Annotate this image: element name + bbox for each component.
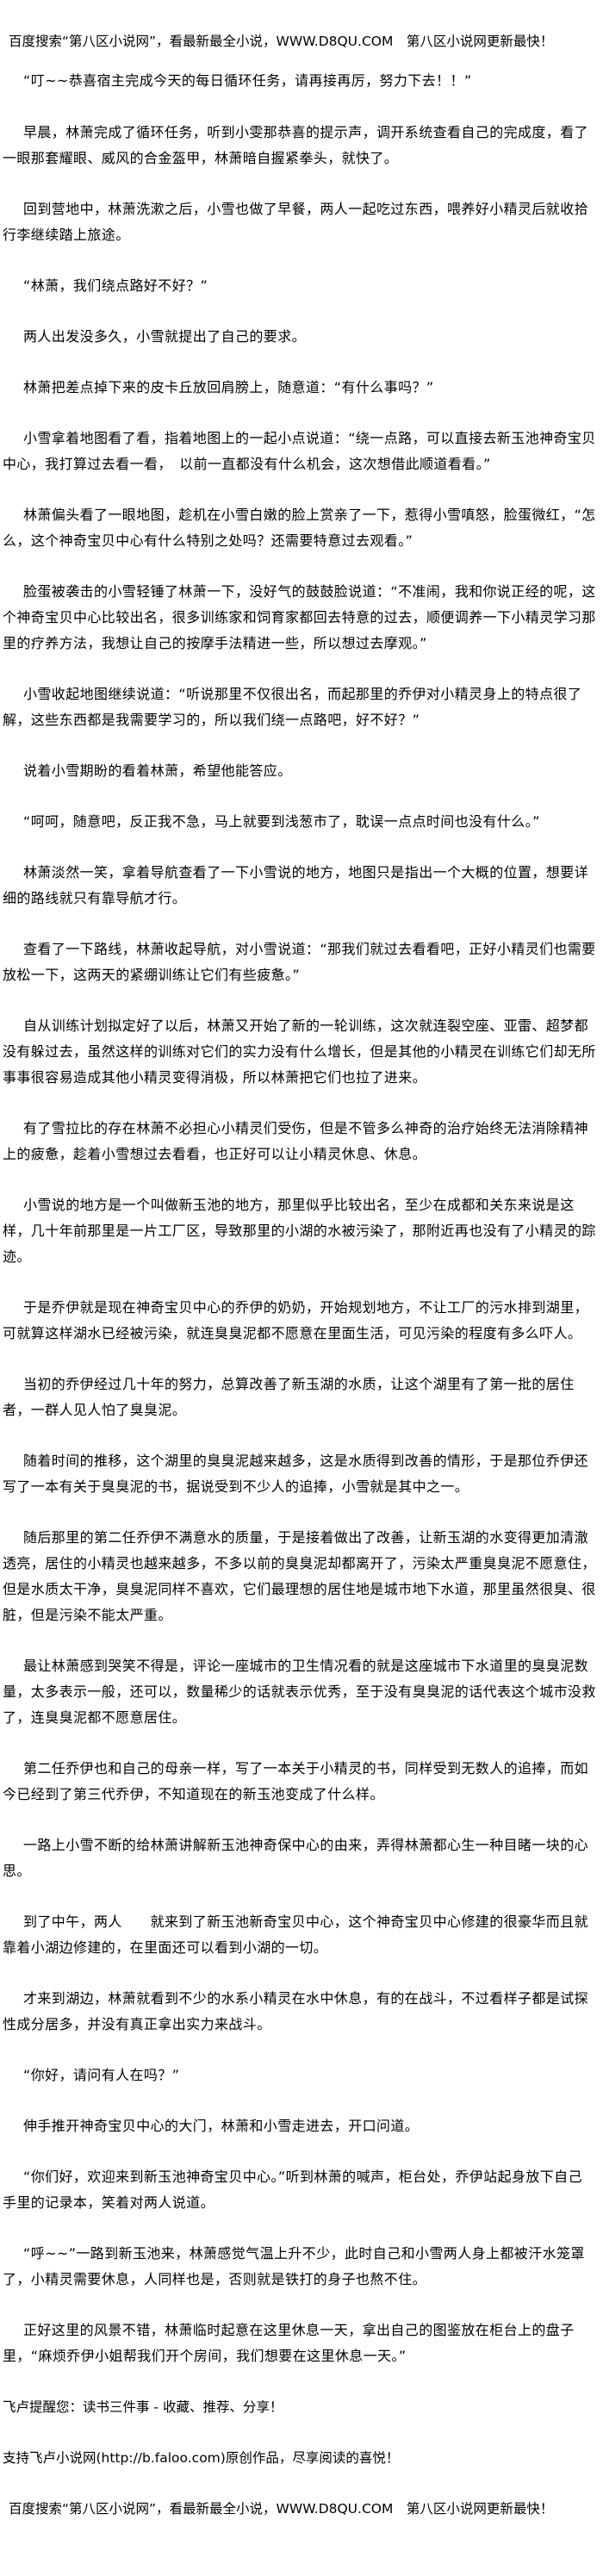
chapter-paragraph: 第二任乔伊也和自己的母亲一样，写了一本关于小精灵的书，同样受到无数人的追捧，而如… [3,1760,589,1802]
chapter-paragraph: 林萧淡然一笑，拿着导航查看了一下小雪说的地方，地图只是指出一个大概的位置，想要详… [3,864,589,906]
chapter-paragraph: 一路上小雪不断的给林萧讲解新玉池神奇保中心的由来，弄得林萧都心生一种目睹一块的心… [3,1837,589,1879]
top-site-banner: 百度搜索“第八区小说网”，看最新最全小说，WWW.D8QU.COM 第八区小说网… [9,34,554,49]
chapter-paragraph: 正好这里的风景不错，林萧临时起意在这里休息一天，拿出自己的图鉴放在柜台上的盘子里… [3,2322,575,2364]
chapter-paragraph: 查看了一下路线，林萧收起导航，对小雪说道：“那我们就过去看看吧，正好小精灵们也需… [3,941,596,983]
chapter-paragraph: 小雪拿着地图看了看，指着地图上的一起小点说道：“绕一点路，可以直接去新玉池神奇宝… [3,430,596,472]
chapter-page: 百度搜索“第八区小说网”，看最新最全小说，WWW.D8QU.COM 第八区小说网… [3,34,596,2517]
chapter-paragraph: 脸蛋被袭击的小雪轻锤了林萧一下，没好气的鼓鼓脸说道：“不准闹，我和你说正经的呢，… [3,583,596,651]
chapter-paragraph: 随后那里的第二任乔伊不满意水的质量，于是接着做出了改善，让新玉湖的水变得更加清澈… [3,1529,596,1623]
chapter-paragraph: 林萧偏头看了一眼地图，趁机在小雪白嫩的脸上赏亲了一下，惹得小雪嗔怒，脸蛋微红，“… [3,507,596,549]
chapter-paragraph: 有了雪拉比的存在林萧不必担心小精灵们受伤，但是不管多么神奇的治疗始终无法消除精神… [3,1120,589,1162]
chapter-paragraph: 小雪收起地图继续说道：“听说那里不仅很出名，而起那里的乔伊对小精灵身上的特点很了… [3,686,582,728]
chapter-paragraph: 自从训练计划拟定好了以后，林萧又开始了新的一轮训练，这次就连裂空座、亚雷、超梦都… [3,1017,596,1086]
chapter-paragraph: “叮~~恭喜宿主完成今天的每日循环任务，请再接再厉，努力下去！！” [23,72,472,89]
footer-support-link[interactable]: 支持飞卢小说网(http://b.faloo.com)原创作品，尽享阅读的喜悦！ [3,2450,400,2466]
chapter-paragraph: 回到营地中，林萧洗漱之后，小雪也做了早餐，两人一起吃过东西，喂养好小精灵后就收拾… [3,201,589,243]
chapter-paragraph: 当初的乔伊经过几十年的努力，总算改善了新玉湖的水质，让这个湖里有了第一批的居住者… [3,1376,575,1418]
chapter-body: “叮~~恭喜宿主完成今天的每日循环任务，请再接再厉，努力下去！！” 早晨，林萧完成… [3,68,596,2369]
chapter-paragraph: 早晨，林萧完成了循环任务，听到小雯那恭喜的提示声，调开系统查看自己的完成度，看了… [3,124,589,166]
chapter-paragraph: 伸手推开神奇宝贝中心的大门，林萧和小雪走进去，开口问道。 [23,2118,420,2134]
chapter-paragraph: 到了中午，两人 就来到了新玉池新奇宝贝中心，这个神奇宝贝中心修建的很豪华而且就靠… [3,1913,589,1956]
chapter-paragraph: 说着小雪期盼的看着林萧，希望他能答应。 [23,762,292,779]
chapter-paragraph: “你好，请问有人在吗？” [23,2067,180,2083]
chapter-paragraph: 林萧把差点掉下来的皮卡丘放回肩膀上，随意道：“有什么事吗？” [23,379,434,395]
chapter-paragraph: “你们好，欢迎来到新玉池神奇宝贝中心。”听到林萧的喊声，柜台处，乔伊站起身放下自… [3,2168,582,2211]
chapter-paragraph: “呵呵，随意吧，反正我不急，马上就要到浅葱市了，耽误一点点时间也没有什么。” [23,813,540,830]
chapter-paragraph: “林萧，我们绕点路好不好？” [23,277,208,294]
chapter-paragraph: 小雪说的地方是一个叫做新玉池的地方，那里似乎比较出名，至少在成都和关东来说是这样… [3,1197,596,1265]
chapter-paragraph: 于是乔伊就是现在神奇宝贝中心的乔伊的奶奶，开始规划地方，不让工厂的污水排到湖里，… [3,1299,589,1341]
bottom-site-banner: 百度搜索“第八区小说网”，看最新最全小说，WWW.D8QU.COM 第八区小说网… [9,2501,554,2517]
chapter-paragraph: 才来到湖边，林萧就看到不少的水系小精灵在水中休息，有的在战斗，不过看样子都是试探… [3,1990,589,2032]
chapter-paragraph: 随着时间的推移，这个湖里的臭臭泥越来越多，这是水质得到改善的情形，于是那位乔伊还… [3,1453,589,1495]
chapter-paragraph: 最让林萧感到哭笑不得是，评论一座城市的卫生情况看的就是这座城市下水道里的臭臭泥数… [3,1658,596,1726]
footer-reminder: 飞卢提醒您：读书三件事 - 收藏、推荐、分享！ [3,2399,283,2415]
chapter-paragraph: 两人出发没多久，小雪就提出了自己的要求。 [23,328,307,345]
chapter-paragraph: “呼~~”一路到新玉池来，林萧感觉气温上升不少，此时自己和小雪两人身上都被汗水笼… [3,2245,585,2287]
